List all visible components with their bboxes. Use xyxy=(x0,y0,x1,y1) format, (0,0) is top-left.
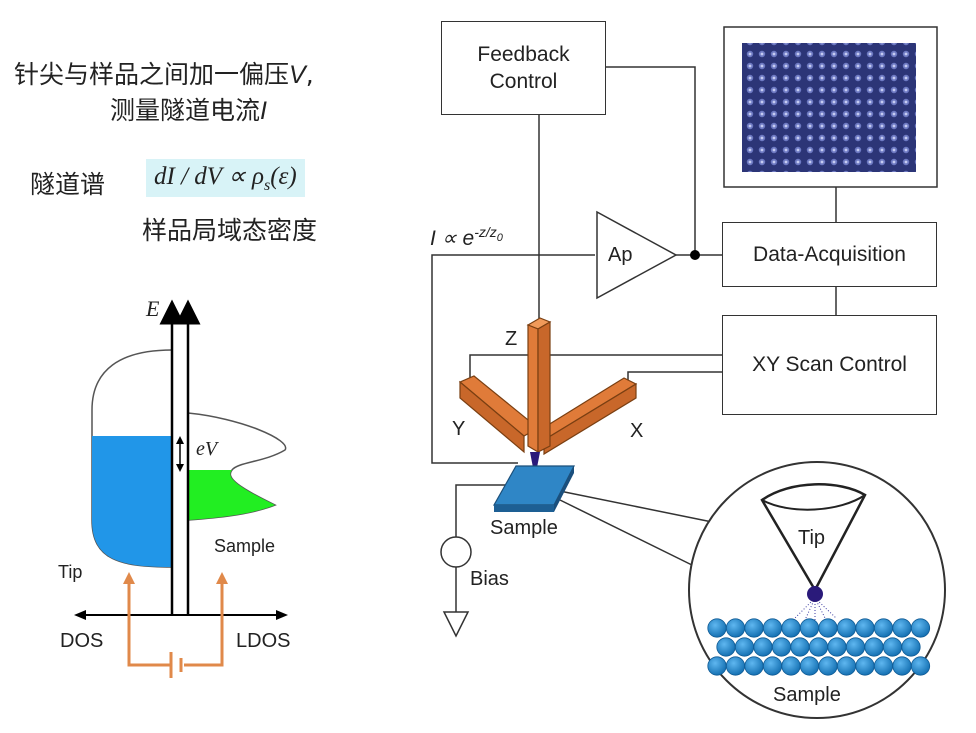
tip-apex-atom xyxy=(807,586,823,602)
inset-sample-label: Sample xyxy=(773,684,841,706)
sample-atom xyxy=(707,618,727,638)
intro-line-1-text: 针尖与样品之间加一偏压 xyxy=(14,60,290,89)
spectroscopy-formula: dI / dV ∝ ρs(ε) xyxy=(146,159,305,197)
current-relation-exp-sub: 0 xyxy=(496,231,503,244)
energy-diagram xyxy=(74,299,288,678)
xy-scan-control-box: XY Scan Control xyxy=(722,315,937,415)
sample-atom xyxy=(864,637,884,657)
dos-label: DOS xyxy=(60,630,104,652)
sample-ldos-label: Sample xyxy=(214,536,276,556)
current-relation-exp: -z/z xyxy=(474,224,497,240)
formula-rhs: (ε) xyxy=(270,163,297,190)
sample-atom xyxy=(725,618,746,638)
sample-atom xyxy=(799,656,820,676)
bias-label: Bias xyxy=(470,568,509,590)
inset-magnifier xyxy=(688,461,946,719)
sample-atom xyxy=(836,618,857,638)
stm-image xyxy=(742,43,916,172)
sample-atom xyxy=(716,637,736,657)
xy-scan-control-label: XY Scan Control xyxy=(752,353,907,376)
sample-atom xyxy=(762,618,783,638)
intro-comma: , xyxy=(305,60,314,89)
tip-dos-filled xyxy=(92,436,172,567)
amplifier-label: Ap xyxy=(608,244,633,266)
sample-atom xyxy=(845,637,866,657)
sample-atom xyxy=(818,656,838,676)
current-variable: I xyxy=(260,97,267,125)
bias-variable: V xyxy=(289,61,306,89)
piezo-scanner xyxy=(458,317,638,456)
energy-axis-label: E xyxy=(146,296,160,321)
sample-atom xyxy=(873,618,894,638)
bias-source-icon xyxy=(440,536,472,568)
sample-plate-label: Sample xyxy=(490,517,558,539)
sample-atom xyxy=(762,656,783,676)
sample-atom xyxy=(882,637,903,657)
sample-ldos-filled xyxy=(188,470,275,520)
sample-atom xyxy=(901,637,921,657)
sample-atom xyxy=(707,656,727,676)
spectroscopy-label: 隧道谱 xyxy=(30,170,106,199)
data-acquisition-box: Data-Acquisition xyxy=(722,222,937,287)
inset-tip-label: Tip xyxy=(798,527,826,549)
axis-z-label: Z xyxy=(505,328,518,350)
formula-lhs: dI / dV ∝ ρ xyxy=(154,163,264,190)
sample-atom xyxy=(781,618,801,638)
sample-plate xyxy=(492,465,575,506)
sample-atom xyxy=(771,637,792,657)
tip-label: Tip xyxy=(58,562,83,582)
current-relation-base: I ∝ e xyxy=(430,227,475,250)
sample-atom xyxy=(855,656,875,676)
signal-junction xyxy=(690,250,700,260)
sample-atom xyxy=(781,656,801,676)
sample-atom-rows xyxy=(707,618,931,676)
sample-atom xyxy=(836,656,857,676)
stm-tip xyxy=(530,452,540,478)
sample-atom xyxy=(910,656,931,676)
axis-y-label: Y xyxy=(452,418,466,440)
sample-atom xyxy=(790,637,810,657)
sample-atom xyxy=(799,618,820,638)
stm-wiring xyxy=(431,66,837,612)
spectroscopy-meaning: 样品局域态密度 xyxy=(142,216,318,245)
sample-atom xyxy=(744,618,764,638)
sample-atom xyxy=(753,637,773,657)
intro-line-2-text: 测量隧道电流 xyxy=(110,96,261,125)
feedback-control-box: Feedback Control xyxy=(441,21,606,115)
formula-sub: s xyxy=(263,177,271,194)
amplifier xyxy=(596,210,678,300)
data-acquisition-label: Data-Acquisition xyxy=(753,242,906,266)
ground-icon xyxy=(442,611,470,638)
sample-atom xyxy=(892,618,912,638)
ldos-label: LDOS xyxy=(236,630,291,652)
sample-atom xyxy=(892,656,912,676)
feedback-control-label: Feedback Control xyxy=(477,43,570,93)
sample-atom xyxy=(725,656,746,676)
sample-atom xyxy=(827,637,847,657)
bias-ev-label: eV xyxy=(196,438,218,460)
sample-atom xyxy=(873,656,894,676)
bias-circuit xyxy=(127,582,224,678)
sample-atom xyxy=(734,637,755,657)
axis-x-label: X xyxy=(630,420,644,442)
sample-atom xyxy=(808,637,829,657)
intro-line-2: 测量隧道电流I xyxy=(110,91,267,127)
intro-line-1: 针尖与样品之间加一偏压V, xyxy=(14,55,314,91)
current-relation: I ∝ e-z/z0 xyxy=(430,224,503,251)
sample-atom xyxy=(910,618,931,638)
sample-atom xyxy=(855,618,875,638)
sample-atom xyxy=(744,656,764,676)
sample-atom xyxy=(818,618,838,638)
